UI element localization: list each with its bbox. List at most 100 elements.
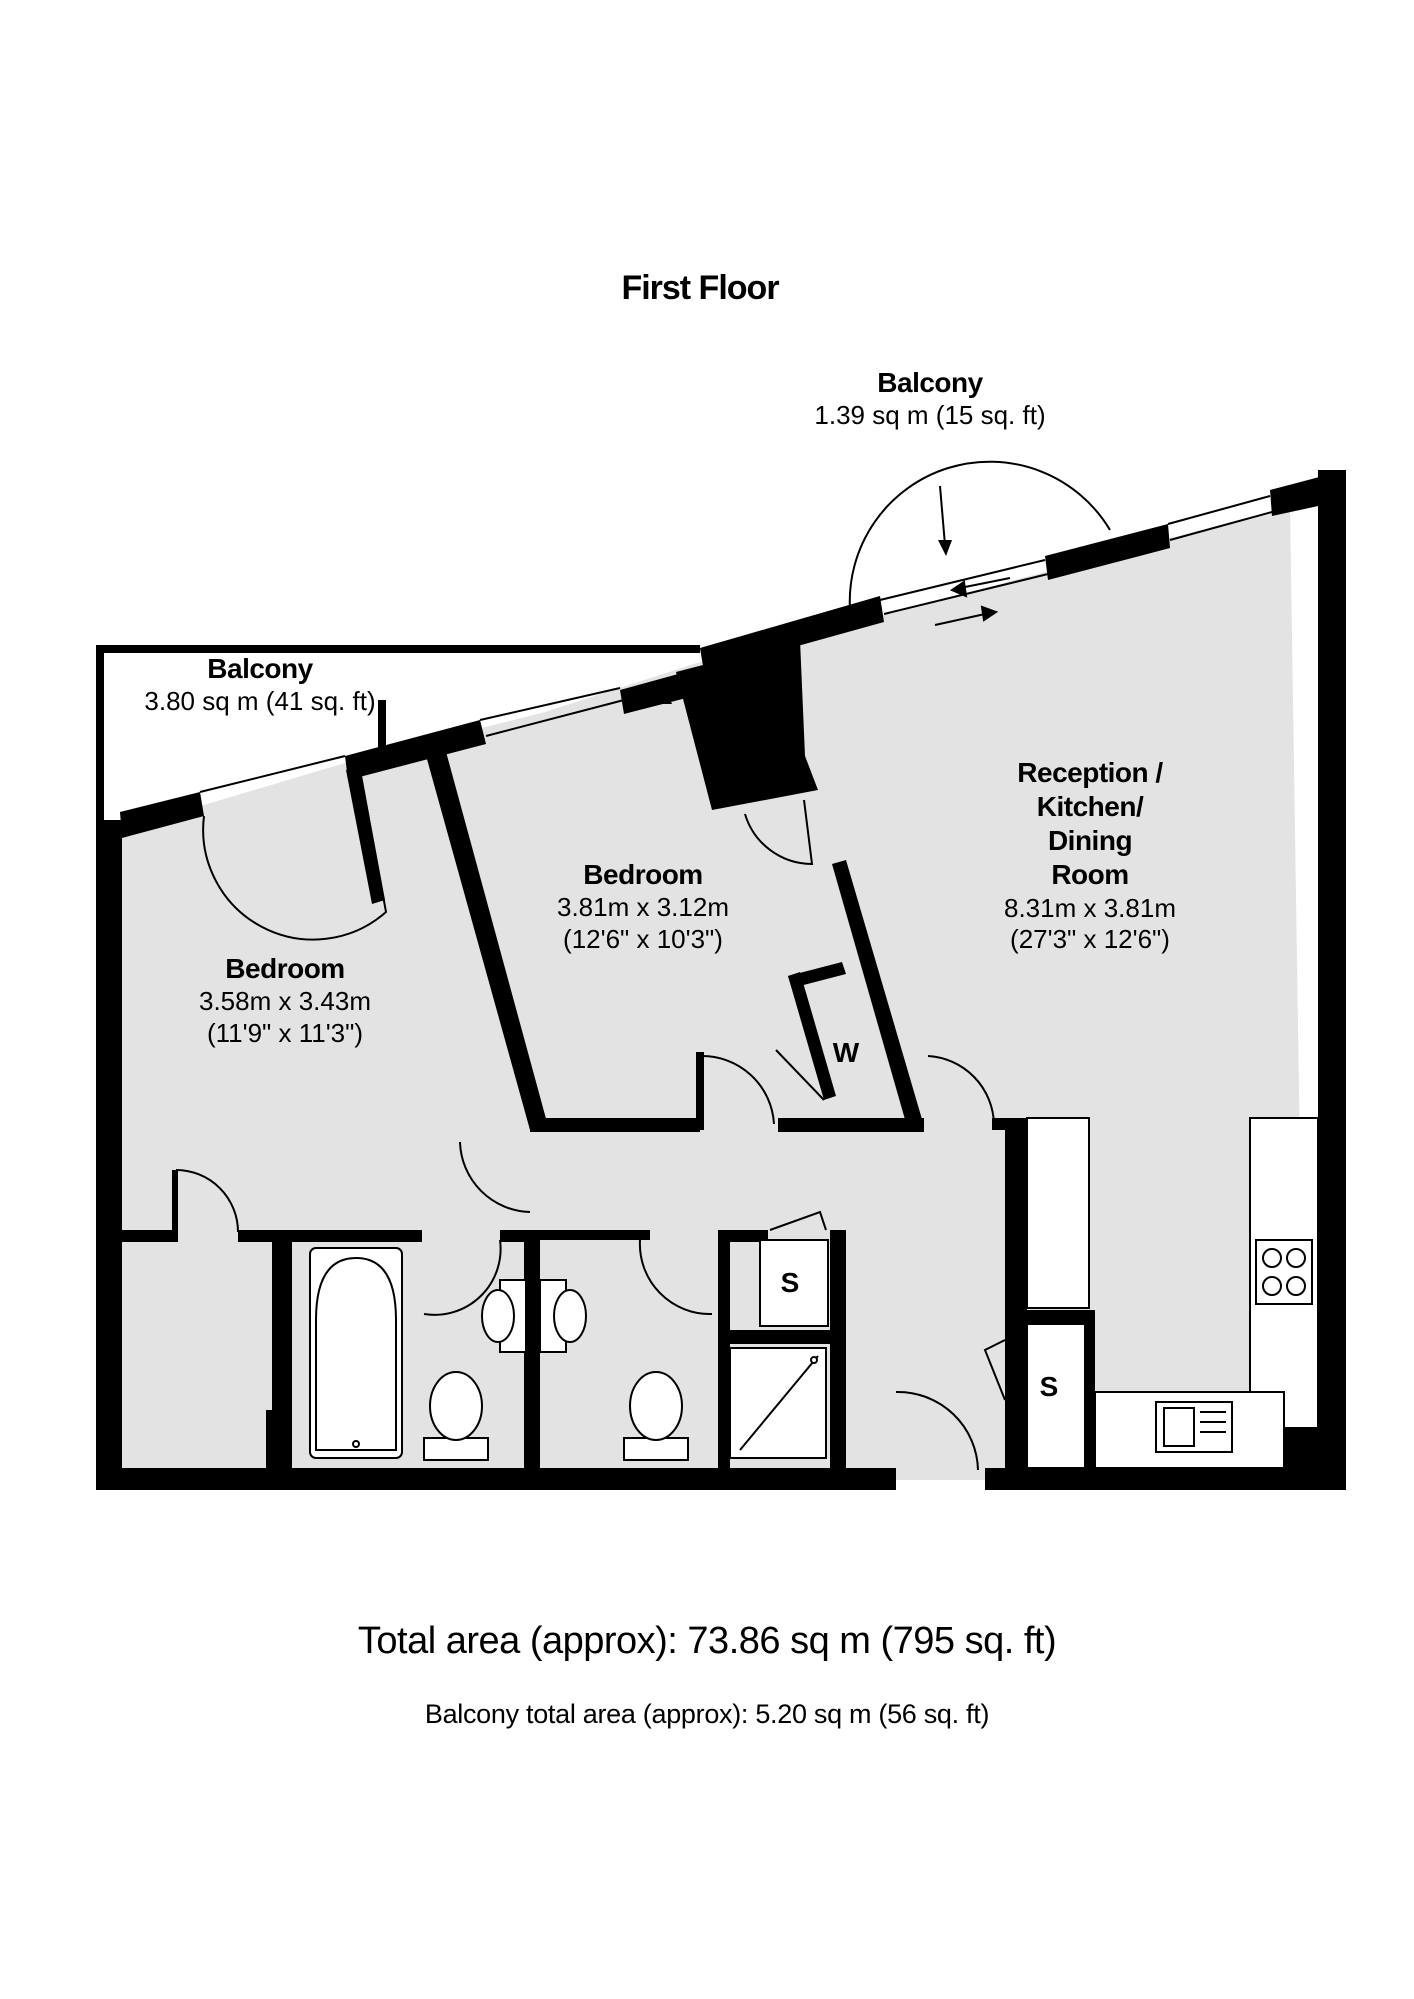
bathroom-stub [266,1410,278,1470]
balcony-left-floor [98,652,700,830]
door-swing-ensuite [638,1239,713,1316]
hall-right-wall-top [992,1118,1027,1130]
reception-dim-ft: (27'3" x 12'6") [1010,924,1170,955]
window-marker [660,690,672,704]
outer-wall-top-bedroom [345,720,486,780]
bedroom-2-dim-ft: (12'6" x 10'3") [563,923,723,954]
bedroom1-bottom-wall-left [120,1230,172,1242]
balcony-left-label: Balcony 3.80 sq m (41 sq. ft) [110,652,410,718]
basin-1 [481,1289,515,1343]
bedroom2-bottom-wall-left [530,1118,700,1132]
outer-wall-top-left [120,792,204,838]
reception-label: Reception / Kitchen/ Dining Room 8.31m x… [960,756,1220,956]
reception-name-2: Kitchen/ [1036,791,1144,823]
door-swing-balcony-top [848,460,1111,611]
reception-name-4: Room [1051,859,1129,891]
bedroom1-door-jamb [172,1170,178,1242]
store-1-box [759,1239,829,1327]
shower-diagonal [739,1355,819,1451]
bedroom2-door-jamb [696,1052,704,1130]
door-swing-storage [769,1210,827,1231]
outer-wall-top-right [1270,470,1346,516]
reception-dim-m: 8.31m x 3.81m [1004,892,1176,923]
hall-right-wall [1005,1118,1027,1470]
door-swing-store [983,1339,1006,1401]
window-3 [485,699,625,737]
door-swings [175,460,1111,1471]
shower-drain [810,1356,818,1364]
window-5 [1169,511,1273,541]
outer-wall-top-left-mid [700,596,884,672]
bedroom-1-label: Bedroom 3.58m x 3.43m (11'9" x 11'3") [160,952,410,1050]
basin-2 [553,1289,587,1343]
hob-ring-1 [1262,1248,1282,1268]
outer-wall-bottom-right [985,1468,1345,1490]
bathroom1-right-wall [524,1230,540,1470]
reception-name-3: Dining [1047,825,1133,857]
bedroom-2-dim-m: 3.81m x 3.12m [557,892,729,923]
kitchen-unit-left [1026,1117,1090,1309]
windows [199,495,1273,793]
balcony-top-area: 1.39 sq m (15 sq. ft) [814,400,1046,431]
walls [96,470,1346,1490]
hob-ring-3 [1262,1276,1282,1296]
bedroom-2-label: Bedroom 3.81m x 3.12m (12'6" x 10'3") [518,858,768,956]
bedroom2-right-wall [832,860,924,1130]
bedroom2-bottom-wall-right [778,1118,924,1132]
reception-name-1: Reception / [1017,757,1163,788]
bedroom-1-name: Bedroom [225,953,345,984]
store-2-box [1026,1323,1086,1469]
balcony-total-area: Balcony total area (approx): 5.20 sq m (… [424,1699,990,1729]
sliding-door-arrows [934,577,1011,626]
toilet-1-cistern [423,1437,489,1461]
bath-drain [352,1440,360,1448]
outer-wall-bottom-left [96,1468,896,1490]
total-area: Total area (approx): 73.86 sq m (795 sq.… [357,1620,1057,1662]
wardrobe-mark: W [832,1037,860,1068]
door-swing-bedroom1 [175,1169,239,1233]
balcony-top-label: Balcony 1.39 sq m (15 sq. ft) [770,366,1090,432]
bathtub-inner [315,1256,397,1451]
fixtures [309,1117,1319,1469]
balcony-wall-left [96,645,104,835]
toilet-2-bowl [629,1371,683,1441]
wardrobe-wall-left [788,972,836,1100]
sink-bowl [1163,1407,1195,1447]
window-1 [199,755,346,793]
window-6 [879,559,1046,601]
bedroom1-bottom-wall-mid [238,1230,422,1242]
storage-1-mark: S [780,1267,800,1298]
storage-box-right [830,1230,846,1470]
bedroom-1-dim-m: 3.58m x 3.43m [199,986,371,1017]
bedroom-1-dim-ft: (11'9" x 11'3") [206,1017,364,1048]
storage-box-left [718,1230,730,1340]
door-swing-bath2 [423,1239,502,1316]
door-swing-balcony-left [202,769,388,941]
hob [1255,1239,1313,1305]
hob-ring-4 [1286,1276,1306,1296]
door-swing-wardrobe [775,1049,825,1101]
ensuite-top-wall [540,1230,650,1240]
door-swing-hall [927,1055,995,1125]
door-swing-front [895,1390,979,1471]
chimney-block [676,640,818,810]
bedroom1-right-wall-stub [346,766,385,904]
balcony-wall-right [378,700,386,760]
toilet-2-cistern [623,1437,689,1461]
balcony-pointer [938,485,952,556]
balcony-left-name: Balcony [207,653,313,684]
storage-box-top [718,1230,768,1242]
balcony-wall-top [96,645,700,653]
shower-left-wall [718,1330,730,1470]
door-swing-bedroom2 [744,799,814,866]
store2-top-wall [1005,1310,1095,1324]
storage-box-bottom [718,1330,846,1344]
bedroom2-left-wall [425,748,548,1130]
store2-right-wall [1085,1310,1095,1470]
window-4 [1167,495,1271,525]
balcony-left-area: 3.80 sq m (41 sq. ft) [144,686,376,717]
outer-wall-left [96,820,122,1490]
outer-wall-top-mid [1045,524,1170,580]
